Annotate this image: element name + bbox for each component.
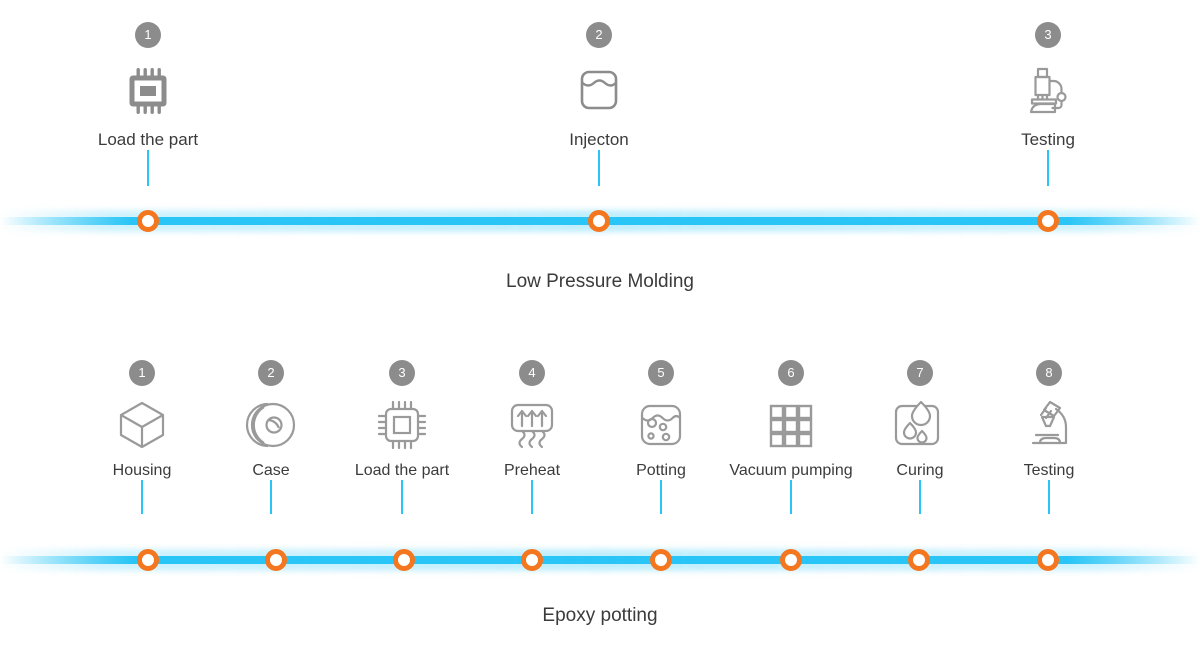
timeline-marker-2-6[interactable] bbox=[780, 549, 802, 571]
step-badge: 1 bbox=[135, 22, 161, 48]
timeline-marker-1-1[interactable] bbox=[137, 210, 159, 232]
chip-outline-icon bbox=[369, 392, 435, 458]
timeline-node-2-5[interactable]: 5 Potting bbox=[561, 360, 761, 514]
node-stem bbox=[147, 150, 149, 186]
step-badge: 2 bbox=[258, 360, 284, 386]
timeline-marker-2-3[interactable] bbox=[393, 549, 415, 571]
step-badge: 2 bbox=[586, 22, 612, 48]
timeline-low-pressure-molding: 1 Load the bbox=[0, 0, 1200, 300]
timeline-marker-2-8[interactable] bbox=[1037, 549, 1059, 571]
droplets-panel-icon bbox=[887, 392, 953, 458]
step-label: Testing bbox=[1023, 462, 1075, 479]
timeline-marker-1-3[interactable] bbox=[1037, 210, 1059, 232]
heat-arrows-icon bbox=[499, 392, 565, 458]
grid-squares-icon bbox=[758, 392, 824, 458]
node-stem bbox=[1048, 480, 1050, 514]
step-label: Vacuum pumping bbox=[729, 462, 853, 479]
step-badge: 4 bbox=[519, 360, 545, 386]
chip-solid-icon bbox=[112, 54, 184, 126]
step-badge: 5 bbox=[648, 360, 674, 386]
step-label: Case bbox=[252, 462, 290, 479]
node-stem bbox=[1047, 150, 1049, 186]
node-stem bbox=[141, 480, 143, 514]
node-stem bbox=[660, 480, 662, 514]
node-stem bbox=[270, 480, 272, 514]
timeline-node-2-3[interactable]: 3 Load the part bbox=[302, 360, 502, 514]
step-label: Load the part bbox=[354, 462, 450, 479]
timeline-node-2-2[interactable]: 2 Case bbox=[171, 360, 371, 514]
timeline-node-1-3[interactable]: 3 Testing bbox=[948, 22, 1148, 186]
timeline-node-2-6[interactable]: 6 Vacuum pumping bbox=[691, 360, 891, 514]
cube-icon bbox=[109, 392, 175, 458]
timeline-node-2-1[interactable]: 1 Housing bbox=[42, 360, 242, 514]
step-badge: 8 bbox=[1036, 360, 1062, 386]
timeline-node-1-1[interactable]: 1 Load the bbox=[48, 22, 248, 186]
liquid-container-icon bbox=[563, 54, 635, 126]
node-stem bbox=[401, 480, 403, 514]
timeline-node-2-7[interactable]: 7 Curing bbox=[820, 360, 1020, 514]
timeline-marker-2-4[interactable] bbox=[521, 549, 543, 571]
timeline-marker-2-1[interactable] bbox=[137, 549, 159, 571]
step-label: Testing bbox=[1021, 130, 1075, 149]
timeline-node-2-8[interactable]: 8 Testing bbox=[949, 360, 1149, 514]
step-label: Potting bbox=[636, 462, 686, 479]
step-badge: 6 bbox=[778, 360, 804, 386]
step-label: Injecton bbox=[569, 130, 629, 149]
step-label: Curing bbox=[896, 462, 944, 479]
step-label: Housing bbox=[112, 462, 172, 479]
disc-roll-icon bbox=[238, 392, 304, 458]
timeline-caption: Epoxy potting bbox=[542, 605, 658, 626]
bubble-liquid-icon bbox=[628, 392, 694, 458]
node-stem bbox=[598, 150, 600, 186]
timeline-node-2-4[interactable]: 4 Preheat bbox=[432, 360, 632, 514]
timeline-marker-2-5[interactable] bbox=[650, 549, 672, 571]
timeline-bar-core bbox=[0, 556, 1200, 564]
timeline-epoxy-potting: 1 Housing 2 bbox=[0, 340, 1200, 660]
node-stem bbox=[531, 480, 533, 514]
microscope-alt-icon bbox=[1016, 392, 1082, 458]
step-badge: 1 bbox=[129, 360, 155, 386]
timeline-bar bbox=[0, 545, 1200, 575]
microscope-icon bbox=[1012, 54, 1084, 126]
node-stem bbox=[790, 480, 792, 514]
step-badge: 3 bbox=[1035, 22, 1061, 48]
timeline-caption: Low Pressure Molding bbox=[506, 271, 694, 292]
timeline-marker-2-7[interactable] bbox=[908, 549, 930, 571]
step-label: Load the part bbox=[97, 130, 199, 149]
timeline-marker-1-2[interactable] bbox=[588, 210, 610, 232]
step-badge: 3 bbox=[389, 360, 415, 386]
step-badge: 7 bbox=[907, 360, 933, 386]
timeline-marker-2-2[interactable] bbox=[265, 549, 287, 571]
timeline-node-1-2[interactable]: 2 Injecton bbox=[499, 22, 699, 186]
node-stem bbox=[919, 480, 921, 514]
step-label: Preheat bbox=[503, 462, 561, 479]
